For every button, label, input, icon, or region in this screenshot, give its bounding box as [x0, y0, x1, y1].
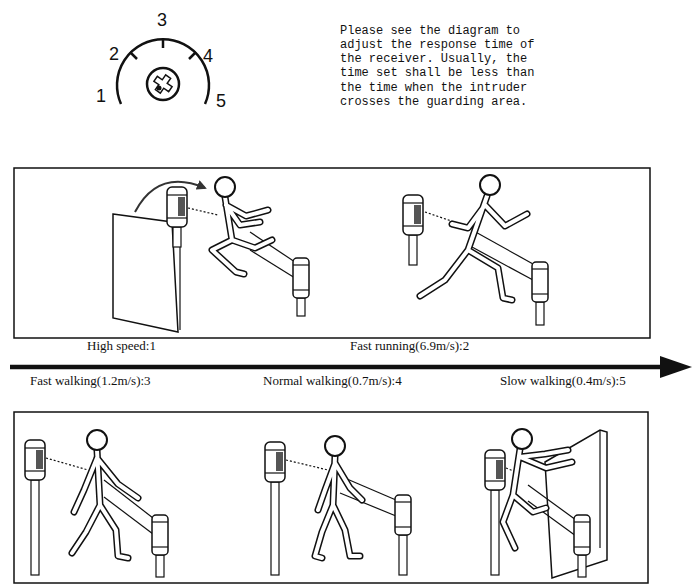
sensor-pole: [271, 482, 279, 575]
speed-label: Normal walking(0.7m/s):4: [263, 373, 402, 389]
figure-head: [87, 430, 107, 450]
figure-outline: [503, 449, 572, 548]
figure-fill: [503, 449, 572, 548]
screw-slot: [150, 71, 175, 96]
screw-mark: [157, 86, 162, 91]
receiver: [293, 258, 309, 298]
beam: [528, 501, 576, 536]
wall: [113, 214, 178, 332]
beam: [340, 493, 396, 516]
wall-edge: [599, 430, 600, 548]
figure-fill: [212, 197, 272, 274]
dial-number: 3: [157, 10, 167, 32]
figure-head: [325, 436, 345, 456]
speed-label: High speed:1: [87, 338, 156, 354]
transmitter: [167, 187, 187, 227]
beam: [250, 250, 295, 278]
figure-outline: [72, 450, 138, 558]
motion-arrow: [135, 182, 205, 212]
sensor-pole: [31, 480, 39, 575]
sensor-pole: [409, 235, 417, 265]
receiver: [574, 515, 590, 555]
figure-head: [512, 429, 532, 449]
figure-head: [480, 175, 500, 195]
receiver: [532, 262, 548, 302]
receiver-pole: [297, 298, 305, 316]
sensor-pole: [173, 227, 181, 247]
transmitter: [265, 442, 285, 482]
receiver-pole: [399, 535, 407, 575]
scene-high-speed: [113, 177, 309, 332]
transmitter: [403, 195, 423, 235]
scene-frame: [14, 412, 648, 583]
figure-outline: [420, 196, 527, 300]
beam: [104, 480, 153, 518]
adjust-screw: [147, 68, 179, 100]
scene-normal-walking: [265, 436, 411, 575]
scene-fast-running: [403, 175, 548, 325]
figure-fill: [72, 450, 138, 558]
figure-outline: [315, 456, 362, 558]
sensor-pole: [491, 490, 499, 575]
beam-dotted: [46, 458, 88, 470]
dial-number: 4: [203, 46, 213, 68]
axis-arrowhead: [660, 356, 692, 378]
speed-axis: [10, 365, 664, 370]
instruction-note: Please see the diagram to adjust the res…: [340, 24, 539, 109]
speed-label: Fast walking(1.2m/s):3: [30, 373, 151, 389]
response-dial: [117, 39, 209, 104]
beam-dotted: [286, 460, 328, 470]
receiver: [152, 515, 168, 555]
figure-fill: [315, 456, 362, 558]
transmitter: [25, 440, 45, 480]
scene-slow-walking: [485, 429, 607, 578]
receiver-pole: [578, 555, 586, 577]
receiver-pole: [156, 555, 164, 577]
dial-tick: [130, 52, 137, 59]
scene-frame: [14, 168, 650, 338]
dial-tick: [189, 52, 196, 59]
dial-number: 2: [109, 44, 119, 66]
scene-fast-walking: [25, 430, 168, 577]
dial-tick: [162, 39, 165, 48]
figure-outline: [212, 197, 272, 274]
dial-number: 1: [96, 86, 106, 108]
receiver: [395, 495, 411, 535]
speed-label: Slow walking(0.4m/s):5: [500, 373, 626, 389]
figure-head: [215, 177, 235, 197]
speed-label: Fast running(6.9m/s):2: [350, 338, 469, 354]
dial-arc: [117, 39, 209, 104]
figure-fill: [420, 196, 527, 300]
dial-number: 5: [216, 91, 226, 113]
beam-dotted: [188, 208, 218, 215]
receiver-pole: [536, 302, 544, 325]
transmitter: [485, 450, 505, 490]
